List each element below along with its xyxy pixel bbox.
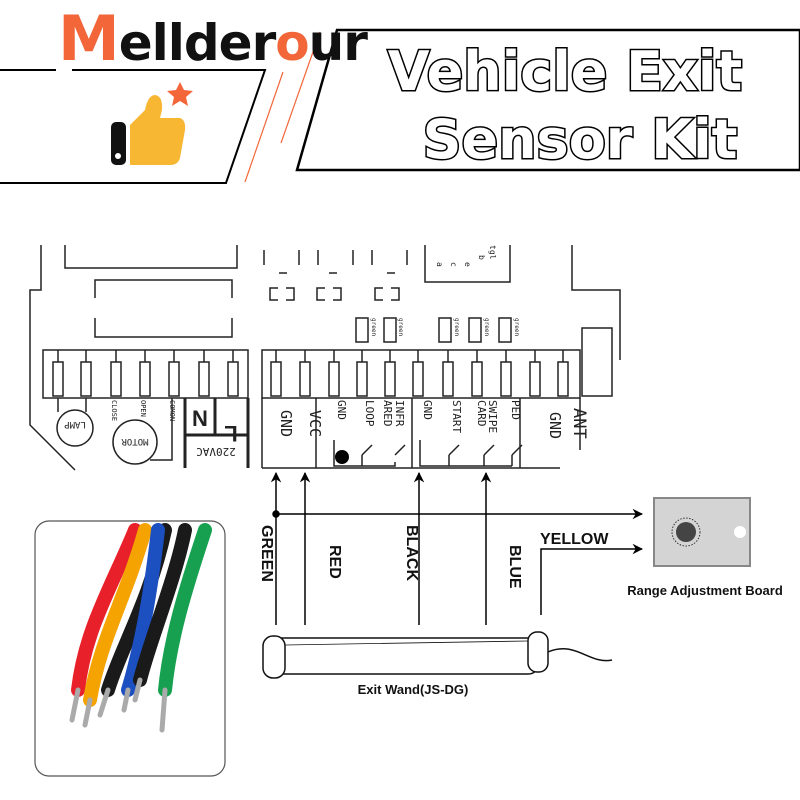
accent-slash bbox=[280, 31, 321, 144]
svg-text:green: green bbox=[513, 318, 520, 336]
svg-text:PED: PED bbox=[509, 400, 522, 420]
wire-tinned-end bbox=[82, 697, 93, 728]
svg-text:GND: GND bbox=[546, 412, 564, 439]
svg-text:b: b bbox=[477, 255, 486, 260]
wiring bbox=[270, 471, 644, 625]
svg-text:OPEN: OPEN bbox=[139, 400, 147, 417]
connector-labels: a c e b tgl bbox=[435, 245, 497, 267]
svg-text:c: c bbox=[449, 262, 458, 267]
left-banner-frame bbox=[0, 69, 267, 184]
svg-text:green: green bbox=[370, 318, 377, 336]
terminal-pin bbox=[529, 361, 541, 397]
svg-text:SWIPE: SWIPE bbox=[486, 400, 499, 433]
controller-board: a c e b tgl green green green green bbox=[29, 245, 621, 471]
thumbs-up-icon bbox=[111, 82, 193, 165]
terminal-pin bbox=[139, 361, 151, 397]
lamp-symbol bbox=[56, 409, 94, 447]
mounting-hole bbox=[734, 526, 746, 538]
range-board-label: Range Adjustment Board bbox=[627, 583, 783, 598]
svg-text:Sensor Kit: Sensor Kit bbox=[423, 108, 738, 171]
terminal-pin bbox=[80, 361, 92, 397]
terminal-pin bbox=[227, 361, 239, 397]
exit-wand: Exit Wand(JS-DG) bbox=[262, 631, 613, 697]
wire-insulation bbox=[158, 523, 212, 697]
svg-text:ARED: ARED bbox=[381, 400, 394, 427]
wire-tinned-end bbox=[69, 687, 81, 723]
wire-tinned-end bbox=[132, 677, 143, 703]
terminal-pin bbox=[471, 361, 483, 397]
status-leds: green green green green green bbox=[355, 317, 520, 343]
wire-insulation bbox=[121, 523, 165, 697]
terminal-pin bbox=[270, 361, 282, 397]
terminal-pin bbox=[384, 361, 396, 397]
terminal-pin bbox=[299, 361, 311, 397]
wire-label-red: RED bbox=[326, 545, 343, 579]
wire-label-yellow: YELLOW bbox=[540, 531, 609, 548]
star-icon bbox=[167, 82, 193, 106]
wire-tinned-end bbox=[121, 687, 131, 713]
wire-photo bbox=[34, 520, 226, 777]
left-terminal-block: LAMP MOTOR CLOSE OPEN COMON N L 220VAC bbox=[42, 349, 250, 468]
svg-text:CLOSE: CLOSE bbox=[110, 400, 118, 421]
brand-logo: Mellderour bbox=[58, 2, 368, 75]
wire-tinned-end bbox=[159, 687, 168, 733]
terminal-pin bbox=[198, 361, 210, 397]
title-banner-frame bbox=[295, 28, 800, 172]
terminal-pin bbox=[412, 361, 424, 397]
wand-label: Exit Wand(JS-DG) bbox=[358, 682, 469, 697]
svg-text:green: green bbox=[397, 318, 404, 336]
wire-insulation bbox=[83, 523, 152, 707]
svg-text:START: START bbox=[450, 400, 463, 433]
svg-text:L: L bbox=[224, 421, 237, 446]
svg-text:220VAC: 220VAC bbox=[196, 445, 236, 458]
svg-text:e: e bbox=[463, 262, 472, 267]
terminal-pin bbox=[110, 361, 122, 397]
wire-label-blue: BLUE bbox=[506, 545, 523, 589]
header: Mellderour Vehicle Exit Sensor Kit bbox=[0, 2, 800, 184]
accent-slash bbox=[244, 71, 284, 183]
svg-text:Vehicle Exit: Vehicle Exit bbox=[388, 40, 742, 103]
terminal-pin bbox=[557, 361, 569, 397]
svg-text:a: a bbox=[435, 262, 444, 267]
svg-text:LOOP: LOOP bbox=[363, 400, 376, 427]
terminal-pin bbox=[500, 361, 512, 397]
svg-text:INFR: INFR bbox=[393, 400, 406, 427]
svg-text:ANT: ANT bbox=[569, 408, 589, 439]
wire-tinned-end bbox=[97, 687, 111, 718]
svg-text:CARD: CARD bbox=[475, 400, 488, 427]
wire-insulation bbox=[71, 523, 142, 697]
svg-text:COMON: COMON bbox=[168, 400, 176, 421]
wire-label-green: GREEN bbox=[258, 525, 275, 582]
svg-text:green: green bbox=[453, 318, 460, 336]
svg-text:GND: GND bbox=[421, 400, 434, 420]
svg-text:GND: GND bbox=[335, 400, 348, 420]
right-terminal-block: GND VCC GND LOOP INFR ARED GND START SWI… bbox=[261, 349, 589, 469]
svg-text:N: N bbox=[192, 406, 208, 431]
wire-labels: GREEN RED BLACK BLUE YELLOW bbox=[258, 525, 609, 589]
svg-text:VCC: VCC bbox=[306, 410, 324, 437]
components bbox=[263, 250, 613, 397]
wire-insulation bbox=[133, 523, 192, 687]
range-adjustment-board: Range Adjustment Board bbox=[627, 497, 783, 598]
page-title: Vehicle Exit Sensor Kit bbox=[386, 39, 743, 173]
potentiometer-icon bbox=[676, 522, 696, 542]
terminal-pin bbox=[328, 361, 340, 397]
svg-text:LAMP: LAMP bbox=[64, 419, 86, 429]
svg-text:MOTOR: MOTOR bbox=[121, 436, 149, 446]
svg-text:GND: GND bbox=[277, 410, 295, 437]
terminal-pin bbox=[442, 361, 454, 397]
wire-label-black: BLACK bbox=[403, 525, 420, 581]
terminal-pin bbox=[168, 361, 180, 397]
svg-text:green: green bbox=[483, 318, 490, 336]
terminal-pin bbox=[356, 361, 368, 397]
terminal-pin bbox=[52, 361, 64, 397]
motor-symbol bbox=[112, 419, 158, 465]
svg-text:tgl: tgl bbox=[488, 245, 497, 260]
